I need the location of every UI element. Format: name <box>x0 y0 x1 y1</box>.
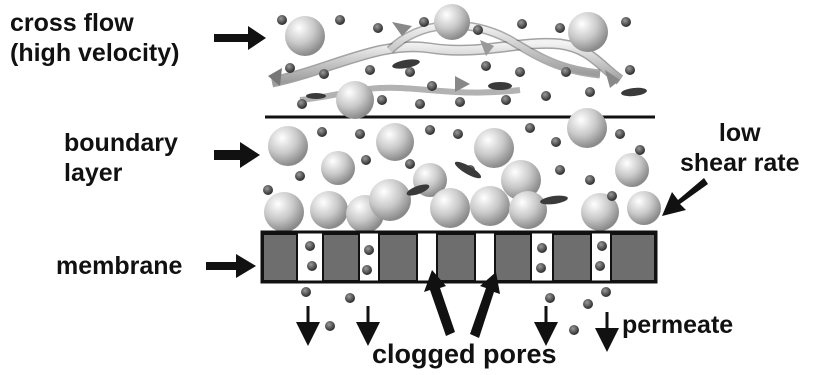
label-clogged-pores: clogged pores <box>372 338 557 370</box>
particle-large <box>285 16 325 56</box>
particle-large <box>567 108 607 148</box>
membrane-block <box>323 234 359 281</box>
arrow-membrane <box>206 254 256 278</box>
membrane <box>262 232 656 282</box>
membrane-block <box>379 234 417 281</box>
particle-large <box>474 128 514 168</box>
label-low-shear-rate: low shear rate <box>680 118 800 178</box>
membrane-block <box>263 234 297 281</box>
particle-large <box>568 12 608 52</box>
label-low-shear-line2: shear rate <box>680 148 800 178</box>
label-cross-flow-line1: cross flow <box>10 8 179 38</box>
particle-large <box>376 123 414 161</box>
particle-large <box>310 191 348 229</box>
particle-large <box>430 188 470 228</box>
label-boundary-line2: layer <box>64 158 178 188</box>
label-boundary-layer: boundary layer <box>64 128 178 188</box>
label-permeate: permeate <box>622 310 733 340</box>
label-membrane: membrane <box>56 251 182 281</box>
particle-large <box>627 191 661 225</box>
particle-large <box>615 153 649 187</box>
arrow-boundary <box>214 142 260 168</box>
membrane-block <box>495 234 531 281</box>
membrane-block <box>553 234 591 281</box>
membrane-block <box>611 234 655 281</box>
label-low-shear-line1: low <box>680 118 800 148</box>
label-cross-flow: cross flow (high velocity) <box>10 8 179 68</box>
particle-large <box>369 179 411 221</box>
particle-large <box>264 192 304 232</box>
arrow-cross-flow <box>214 26 266 50</box>
membrane-block <box>437 234 475 281</box>
particle-large <box>336 81 374 119</box>
label-boundary-line1: boundary <box>64 128 178 158</box>
arrow-low-shear <box>662 178 708 216</box>
label-cross-flow-line2: (high velocity) <box>10 38 179 68</box>
particle-large <box>321 151 355 185</box>
particle-large <box>509 191 547 229</box>
particle-large <box>434 4 470 40</box>
particle-large <box>470 186 510 226</box>
particle-large <box>268 126 308 166</box>
